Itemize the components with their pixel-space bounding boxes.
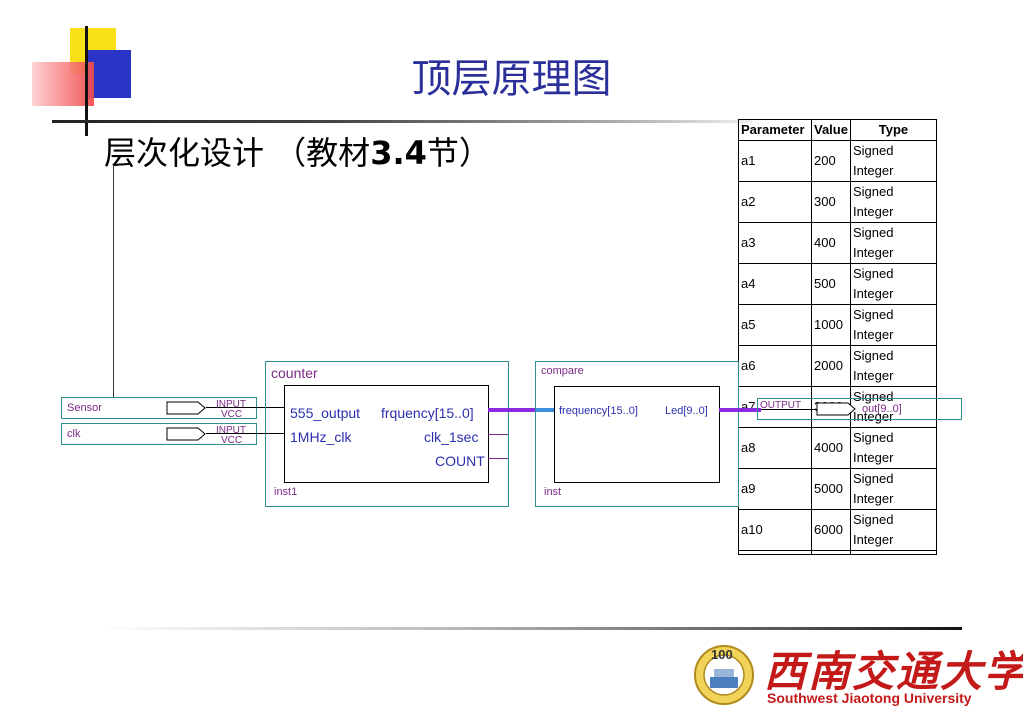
cell-type: Signed Integer xyxy=(849,509,937,551)
slide-subtitle: 层次化设计 （教材3.4节） xyxy=(104,128,491,174)
output-pin-type: OUTPUT xyxy=(760,400,802,411)
cell-param: a4 xyxy=(738,263,812,305)
cell-type: Signed Integer xyxy=(849,140,937,182)
counter-block[interactable] xyxy=(265,361,509,507)
input-pin-sensor-type: INPUT xyxy=(216,399,246,410)
input-pin-sensor-name: Sensor xyxy=(67,402,102,414)
table-row-empty xyxy=(738,550,937,555)
university-seal-text: 100 xyxy=(711,647,733,662)
cell-param: a10 xyxy=(738,509,812,551)
cell-type: Signed Integer xyxy=(849,468,937,510)
cell-param: a8 xyxy=(738,427,812,469)
table-row: a73000Signed Integer xyxy=(738,386,937,428)
decor-red-square xyxy=(32,62,94,106)
input-pin-clk-name: clk xyxy=(67,428,81,440)
cell-param: a6 xyxy=(738,345,812,387)
cell-value: 500 xyxy=(811,263,851,305)
bus-frequency xyxy=(488,408,536,412)
input-pin-sensor-arrow xyxy=(166,401,206,415)
compare-module-name: compare xyxy=(541,365,584,377)
subtitle-prefix: 层次化设计 （教材 xyxy=(104,134,371,172)
compare-instance-name: inst xyxy=(544,486,562,498)
output-pin[interactable]: OUTPUT out[9..0] xyxy=(757,398,962,420)
cell-type: Signed Integer xyxy=(849,386,937,428)
cell-param: a5 xyxy=(738,304,812,346)
sensor-lead-line xyxy=(113,165,114,398)
university-name-cn: 西南交通大学 xyxy=(764,647,1023,696)
input-pin-sensor-default: VCC xyxy=(221,409,243,420)
decor-vertical-line xyxy=(85,26,88,136)
output-pin-name: out[9..0] xyxy=(862,403,902,415)
decor-blue-square xyxy=(87,50,131,98)
input-pin-clk-arrow xyxy=(166,427,206,441)
input-pin-sensor[interactable]: Sensor xyxy=(61,397,257,419)
output-pin-arrow xyxy=(816,402,856,416)
cell-value: 1000 xyxy=(811,304,851,346)
compare-block[interactable] xyxy=(535,361,739,507)
cell-value: 6000 xyxy=(811,509,851,551)
bus-led xyxy=(719,408,761,412)
wire-clk xyxy=(206,433,284,434)
cell-value: 200 xyxy=(811,140,851,182)
cell-param: a3 xyxy=(738,222,812,264)
counter-port-1mhz-clk: 1MHz_clk xyxy=(290,429,352,445)
cell-type: Signed Integer xyxy=(849,345,937,387)
parameter-table-header: Parameter Value Type xyxy=(738,119,937,141)
cell-value: 400 xyxy=(811,222,851,264)
cell-type: Signed Integer xyxy=(849,304,937,346)
cell-value: 2000 xyxy=(811,345,851,387)
output-pin-wire xyxy=(761,409,817,410)
decor-bottom-rule xyxy=(100,627,962,630)
counter-module-name: counter xyxy=(271,365,318,381)
compare-body xyxy=(554,386,720,483)
compare-port-frequency: frequency[15..0] xyxy=(559,405,638,417)
input-pin-clk[interactable]: clk xyxy=(61,423,257,445)
bus-frequency-entry xyxy=(536,408,554,412)
cell-param: a9 xyxy=(738,468,812,510)
subtitle-suffix: 节） xyxy=(426,134,491,172)
counter-port-count: COUNT xyxy=(435,453,485,469)
input-pin-clk-type: INPUT xyxy=(216,425,246,436)
wire-count-stub xyxy=(488,458,508,459)
subtitle-section: 3.4 xyxy=(370,134,427,172)
counter-instance-name: inst1 xyxy=(274,486,298,498)
counter-port-clk-1sec: clk_1sec xyxy=(424,429,479,445)
compare-port-led: Led[9..0] xyxy=(665,405,708,417)
counter-port-frquency: frquency[15..0] xyxy=(381,405,474,421)
cell-value: 5000 xyxy=(811,468,851,510)
wire-clk-1sec-stub xyxy=(488,434,508,435)
cell-value: 4000 xyxy=(811,427,851,469)
header-value: Value xyxy=(811,119,851,141)
cell-type: Signed Integer xyxy=(849,263,937,305)
wire-sensor xyxy=(206,407,284,408)
cell-param: a2 xyxy=(738,181,812,223)
counter-port-555-output: 555_output xyxy=(290,405,361,421)
header-parameter: Parameter xyxy=(738,119,812,141)
decor-top-rule xyxy=(52,120,752,123)
header-type: Type xyxy=(849,119,937,141)
cell-param: a1 xyxy=(738,140,812,182)
cell-value: 300 xyxy=(811,181,851,223)
cell-type: Signed Integer xyxy=(849,222,937,264)
cell-type: Signed Integer xyxy=(849,427,937,469)
slide-title: 顶层原理图 xyxy=(411,56,612,102)
input-pin-clk-default: VCC xyxy=(221,435,243,446)
university-seal-icon xyxy=(694,645,754,705)
cell-type: Signed Integer xyxy=(849,181,937,223)
university-name-en: Southwest Jiaotong University xyxy=(767,690,972,706)
